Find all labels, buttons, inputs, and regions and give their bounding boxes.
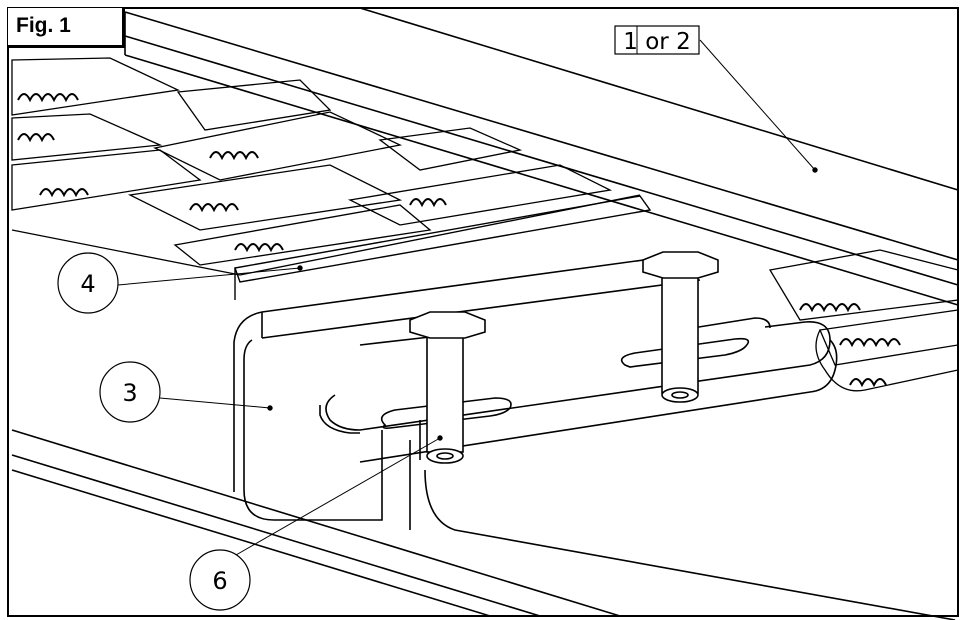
callout-part-4: 4 [57, 252, 119, 314]
callout-label-1-or-2: 1 or 2 [623, 29, 690, 55]
belt-panels [11, 57, 641, 276]
bolt-right [642, 251, 719, 403]
slot-marks [17, 93, 901, 388]
figure-label-box [8, 8, 125, 48]
slotted-plate [319, 317, 838, 463]
frame-rails [11, 420, 956, 620]
callout-label-6: 6 [212, 567, 227, 595]
support-bracket [233, 254, 701, 530]
figure-border [7, 7, 959, 617]
bolt-left [409, 311, 486, 464]
figure-label: Fig. 1 [16, 14, 71, 37]
rail-part [124, 7, 959, 306]
leader-lines [117, 39, 818, 556]
flange-part [234, 195, 652, 300]
callout-part-3: 3 [99, 361, 161, 423]
callout-label-4: 4 [80, 270, 95, 298]
callout-part-6: 6 [189, 549, 251, 611]
callout-label-3: 3 [122, 379, 137, 407]
callout-part-1-or-2: 1 or 2 [614, 25, 700, 55]
belt-panels-right [768, 249, 959, 392]
